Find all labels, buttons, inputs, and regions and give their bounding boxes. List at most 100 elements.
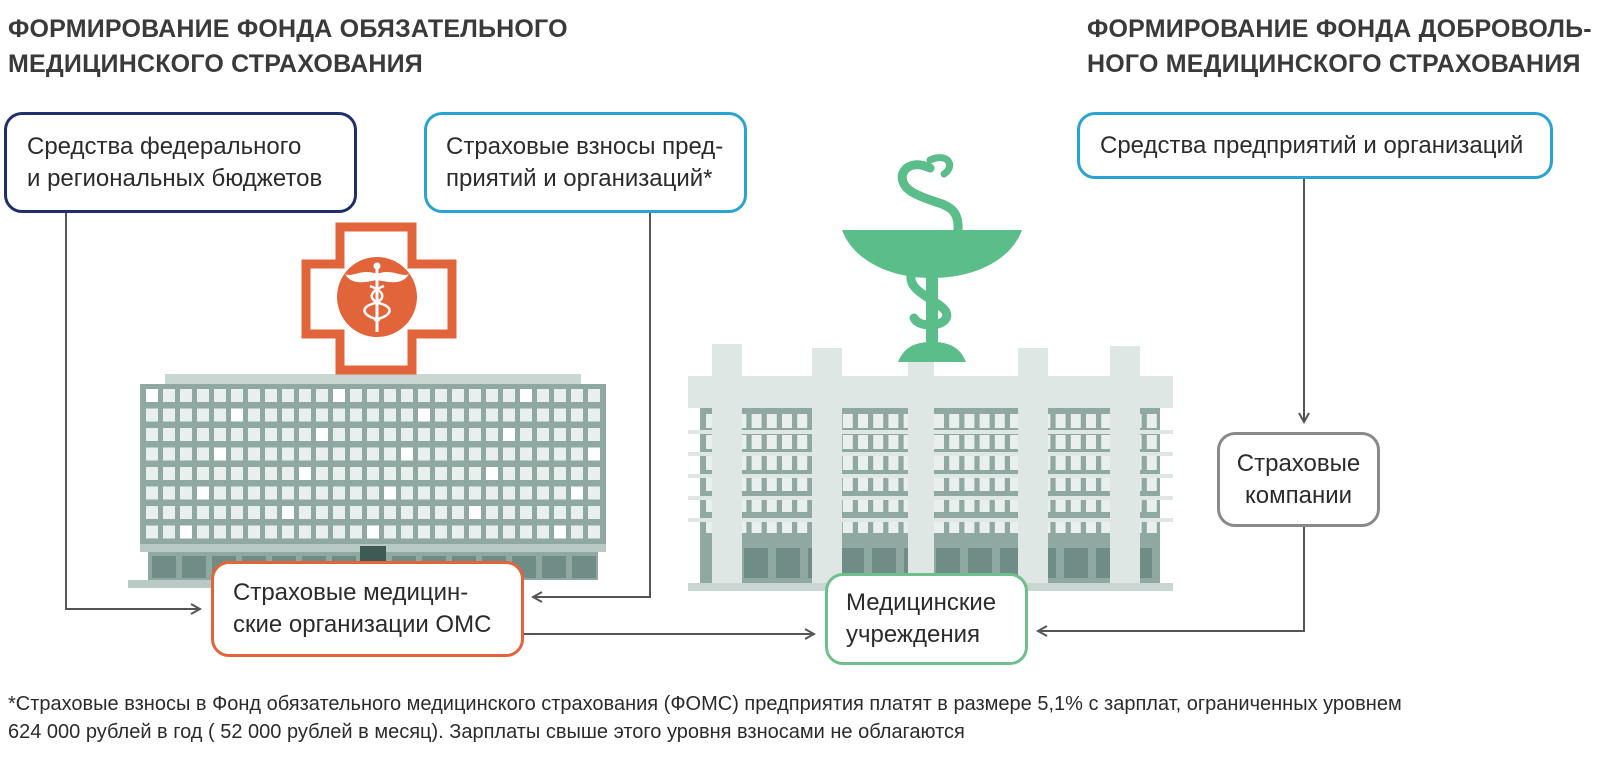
building-window (180, 389, 192, 402)
building-window (469, 525, 481, 539)
building-window (214, 486, 226, 500)
building-window (418, 506, 430, 519)
building-window (248, 467, 260, 480)
clinic-window (1146, 414, 1157, 428)
clinic-window (797, 519, 808, 533)
box-line: и региональных бюджетов (27, 164, 323, 192)
clinic-window (766, 435, 777, 449)
building-window (231, 486, 243, 500)
building-window (452, 467, 464, 480)
clinic-window (949, 456, 960, 470)
clinic-window (782, 435, 792, 449)
clinic-window (1101, 519, 1112, 533)
building-window (299, 408, 311, 422)
clinic-window (766, 498, 777, 512)
building-window (537, 408, 549, 422)
building-window (554, 447, 566, 461)
building-window (248, 389, 260, 402)
building-window (197, 428, 209, 441)
building-window (333, 428, 345, 441)
building-window (469, 428, 481, 441)
building-window (180, 506, 192, 519)
building-window (350, 408, 362, 422)
building-window (146, 428, 158, 441)
clinic-window (994, 498, 1005, 512)
clinic-window (873, 519, 884, 533)
building-window (350, 467, 362, 480)
building-window (350, 389, 362, 402)
clinic-window (964, 477, 975, 491)
building-window (588, 447, 600, 461)
building-window (316, 506, 328, 519)
box-line: Страховые взносы пред- (446, 132, 724, 160)
building-window (214, 428, 226, 441)
building-window (537, 447, 549, 461)
building-window (452, 408, 464, 422)
clinic-window (873, 477, 884, 491)
building-window (418, 408, 430, 422)
building-window (520, 506, 532, 519)
box-line: Медицинские (846, 589, 997, 616)
building-window (163, 408, 175, 422)
clinic-window (842, 519, 853, 533)
clinic-window (706, 414, 716, 428)
building-window (248, 525, 260, 539)
building-window (214, 506, 226, 519)
building-window (469, 506, 481, 519)
clinic-window (782, 414, 792, 428)
arrow-federal-to-smo (65, 213, 200, 609)
clinic-window (1010, 498, 1020, 512)
clinic-window (964, 435, 975, 449)
building-window (588, 506, 600, 519)
clinic-window (1070, 498, 1081, 512)
building-window (503, 506, 515, 519)
building-window (231, 506, 243, 519)
building-window (146, 408, 158, 422)
building-window (401, 408, 413, 422)
clinic-window (1070, 456, 1081, 470)
building-window (452, 486, 464, 500)
clinic-window (858, 519, 868, 533)
building-window (316, 486, 328, 500)
building-window (554, 428, 566, 441)
building-window (214, 447, 226, 461)
building-window (503, 408, 515, 422)
building-window (503, 467, 515, 480)
clinic-window (1086, 477, 1096, 491)
ground-window (776, 548, 800, 578)
clinic-window (994, 456, 1005, 470)
building-window (367, 428, 379, 441)
clinic-window (964, 498, 975, 512)
clinic-window (842, 477, 853, 491)
hospital-building-icon (128, 374, 606, 588)
building-window (384, 408, 396, 422)
building-window (486, 408, 498, 422)
building-window (503, 447, 515, 461)
building-window (588, 389, 600, 402)
clinic-window (1086, 414, 1096, 428)
building-window (367, 486, 379, 500)
clinic-window (1101, 435, 1112, 449)
building-window (367, 506, 379, 519)
building-window (265, 506, 277, 519)
clinic-window (873, 498, 884, 512)
arrow-contrib-to-smo (533, 213, 651, 597)
ground-window (744, 548, 768, 578)
building-window (486, 389, 498, 402)
arrow-insurers-to-medical (1038, 527, 1305, 631)
building-window (248, 408, 260, 422)
building-window (163, 467, 175, 480)
ground-window (182, 556, 206, 578)
building-window (282, 447, 294, 461)
building-window (316, 408, 328, 422)
clinic-window (934, 498, 944, 512)
building-window (384, 506, 396, 519)
clinic-window (949, 498, 960, 512)
building-window (418, 467, 430, 480)
building-window (214, 408, 226, 422)
building-window (180, 525, 192, 539)
box-line: приятий и организаций* (446, 164, 713, 192)
clinic-pillar (812, 348, 842, 583)
clinic-window (1101, 477, 1112, 491)
building-window (571, 506, 583, 519)
